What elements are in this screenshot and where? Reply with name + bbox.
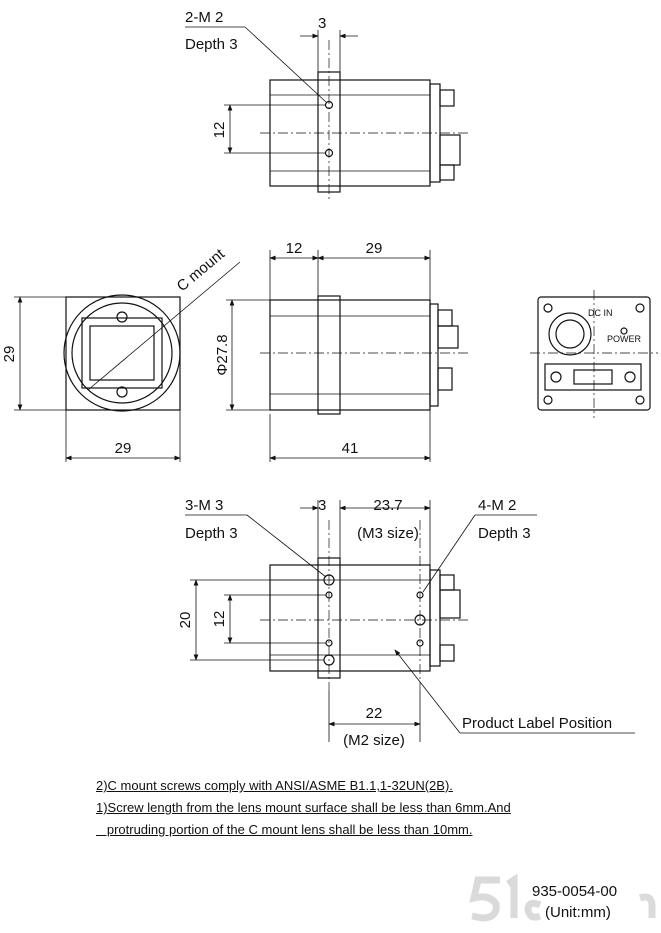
note-2: 2)C mount screws comply with ANSI/ASME B…: [96, 778, 453, 793]
bottom-dim-inner: 12: [211, 611, 228, 628]
bottom-m2-depth-label: Depth 3: [478, 525, 531, 542]
watermark-logo: [469, 873, 656, 922]
bottom-m3-depth-label: Depth 3: [185, 525, 238, 542]
dc-in-connector: [548, 312, 592, 356]
bottom-dim-ring: 3: [318, 497, 326, 514]
unit-label: (Unit:mm): [545, 904, 611, 921]
side-dim-front: 12: [286, 240, 303, 257]
note-1-continued: protruding portion of the C mount lens s…: [96, 822, 473, 837]
power-led: [620, 327, 628, 335]
product-label-position: Product Label Position: [462, 715, 612, 732]
bottom-dim-outer: 20: [177, 612, 194, 629]
top-thread-label: 2-M 2: [185, 9, 223, 26]
side-view: [226, 250, 470, 462]
front-dim-height: 29: [1, 346, 18, 363]
front-view: [14, 261, 241, 462]
top-view: [185, 26, 470, 200]
bottom-dim-m2-offset: 22: [366, 705, 383, 722]
c-mount-label: C mount: [174, 245, 229, 295]
top-depth-label: Depth 3: [185, 36, 238, 53]
side-dim-total: 41: [342, 440, 359, 457]
bottom-m3-thread-label: 3-M 3: [185, 497, 223, 514]
top-dim-holes: 12: [211, 122, 228, 139]
note-1: 1)Screw length from the lens mount surfa…: [96, 800, 511, 815]
bottom-view: [185, 500, 635, 742]
side-dim-diameter: Φ27.8: [214, 334, 231, 375]
side-dim-body: 29: [366, 240, 383, 257]
rear-view: [530, 290, 658, 418]
bottom-m2-thread-label: 4-M 2: [478, 497, 516, 514]
screw-icon: [116, 386, 128, 398]
screw-icon: [116, 311, 128, 323]
top-dim-ring: 3: [318, 15, 326, 32]
m3-size-label: (M3 size): [357, 525, 419, 542]
power-label: POWER: [607, 334, 642, 344]
m2-size-label: (M2 size): [343, 732, 405, 749]
bottom-dim-m3-offset: 23.7: [373, 497, 402, 514]
front-dim-width: 29: [115, 440, 132, 457]
drawing-number: 935-0054-00: [532, 883, 617, 900]
dc-in-label: DC IN: [588, 308, 613, 318]
